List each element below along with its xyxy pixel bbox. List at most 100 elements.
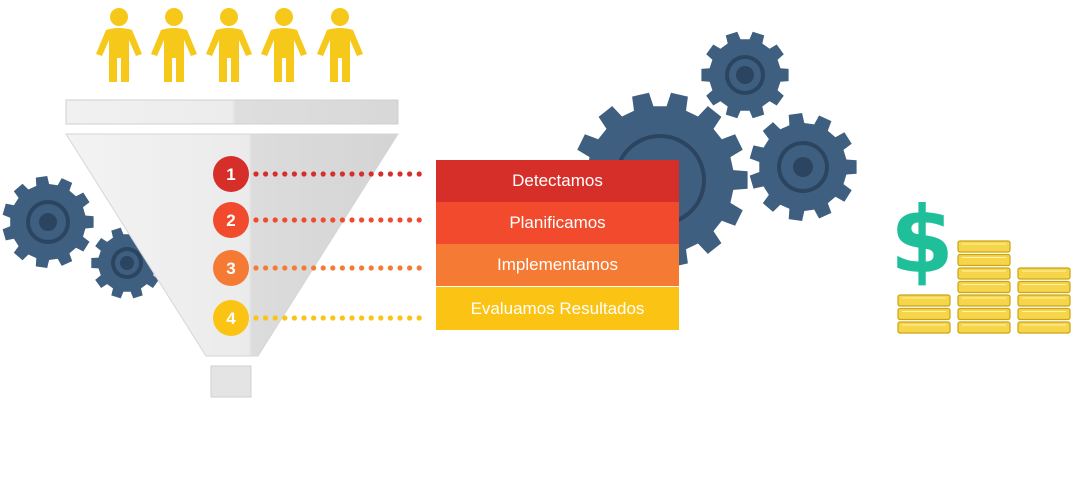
gear-icon: [749, 113, 857, 221]
connector-dot: [397, 171, 403, 177]
connector-dot: [416, 265, 422, 271]
connector-dot: [330, 265, 336, 271]
funnel-spout: [210, 365, 252, 398]
coin-stack-icon: [897, 294, 951, 334]
connector-dot: [339, 217, 345, 223]
connector-dot: [339, 171, 345, 177]
connector-dot: [320, 315, 326, 321]
step-box-planificamos: Planificamos: [436, 202, 679, 244]
connector-dot: [253, 265, 259, 271]
coin: [897, 307, 951, 321]
step-label-1: Detectamos: [512, 171, 603, 190]
connector-dot: [311, 315, 317, 321]
coin: [957, 280, 1011, 294]
funnel-icon: [65, 99, 399, 398]
connector-dot: [263, 171, 269, 177]
connector-dot: [378, 265, 384, 271]
connector-dot: [282, 265, 288, 271]
connector-dot: [330, 171, 336, 177]
connector-dot: [378, 315, 384, 321]
connector-dot: [387, 315, 393, 321]
step-markers-group: 1 2 3 4: [213, 156, 422, 336]
connector-dot: [301, 315, 307, 321]
step-number-circle: [213, 300, 249, 336]
coin: [897, 321, 951, 334]
connector-dot: [330, 217, 336, 223]
connector-dot: [368, 265, 374, 271]
step-label-4: Evaluamos Resultados: [470, 298, 645, 318]
connector-dot: [359, 315, 365, 321]
connector-dot: [387, 217, 393, 223]
step-label-3: Implementamos: [497, 255, 618, 274]
connector-dot: [359, 217, 365, 223]
connector-dot: [272, 265, 278, 271]
connector-dot: [320, 217, 326, 223]
coin: [957, 321, 1011, 334]
coin: [1017, 321, 1071, 334]
connector-dot: [416, 217, 422, 223]
connector-dot: [291, 217, 297, 223]
connector-dot: [397, 265, 403, 271]
connector-dot: [368, 171, 374, 177]
step-number: 4: [226, 309, 236, 328]
person-icon: [261, 8, 307, 82]
step-marker-3: 3: [213, 250, 422, 286]
connector-dot: [320, 265, 326, 271]
person-icon: [151, 8, 197, 82]
money-group: $: [890, 187, 1071, 334]
step-label-2: Planificamos: [509, 213, 606, 232]
connector-dot: [378, 171, 384, 177]
connector-dot: [311, 171, 317, 177]
connector-dot: [407, 217, 413, 223]
step-marker-4: 4: [213, 300, 422, 336]
coin: [897, 294, 951, 307]
step-number: 3: [226, 259, 235, 278]
coin: [1017, 280, 1071, 294]
connector-dot: [387, 265, 393, 271]
step-box-implementamos: Implementamos: [436, 244, 679, 286]
step-box-evaluamos-resultados: Evaluamos Resultados: [436, 287, 679, 330]
coin: [1017, 307, 1071, 321]
connector-dot: [301, 265, 307, 271]
connector-dot: [349, 171, 355, 177]
coin: [1017, 294, 1071, 307]
connector-dot: [339, 315, 345, 321]
connector-dot: [397, 315, 403, 321]
connector-dot: [359, 265, 365, 271]
person-icon: [206, 8, 252, 82]
connector-dot: [282, 315, 288, 321]
connector-dot: [291, 315, 297, 321]
connector-dot: [263, 315, 269, 321]
connector-dot: [349, 217, 355, 223]
person-icon: [317, 8, 363, 82]
connector-dot: [253, 171, 259, 177]
connector-dot: [349, 265, 355, 271]
gear-icon: [701, 31, 789, 119]
connector-dot: [272, 171, 278, 177]
connector-dot: [359, 171, 365, 177]
connector-dot: [416, 171, 422, 177]
connector-dot: [282, 171, 288, 177]
connector-dot: [291, 265, 297, 271]
connector-dot: [320, 171, 326, 177]
connector-dot: [349, 315, 355, 321]
step-number: 2: [226, 211, 235, 230]
connector-dot: [301, 217, 307, 223]
coin-stack-icon: [1017, 267, 1071, 334]
coin-stack-icon: [957, 240, 1011, 334]
step-number-circle: [213, 156, 249, 192]
connector-dot: [253, 217, 259, 223]
coin: [957, 307, 1011, 321]
connector-dot: [263, 217, 269, 223]
connector-dot: [416, 315, 422, 321]
step-marker-2: 2: [213, 202, 422, 238]
step-marker-1: 1: [213, 156, 422, 192]
connector-dot: [387, 171, 393, 177]
coin: [957, 240, 1011, 253]
connector-dot: [291, 171, 297, 177]
coin: [1017, 267, 1071, 280]
connector-dot: [407, 171, 413, 177]
connector-dot: [272, 217, 278, 223]
connector-dot: [263, 265, 269, 271]
